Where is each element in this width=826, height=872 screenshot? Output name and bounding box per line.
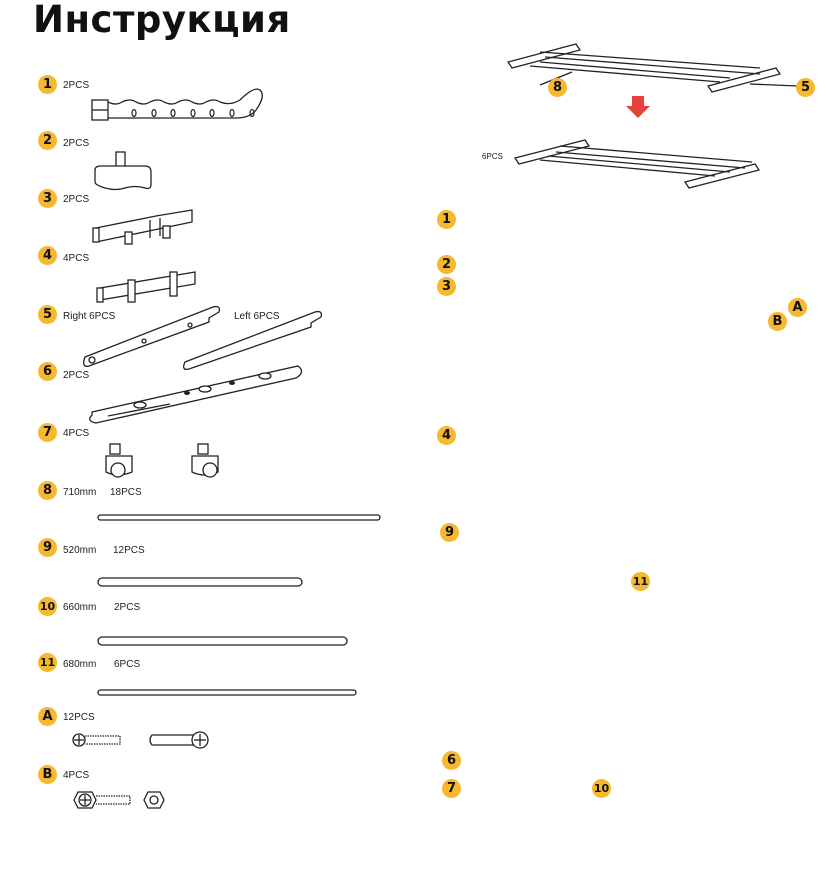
connector-block-part-2 [94, 151, 152, 191]
callout-6: 6 [442, 751, 461, 770]
tube-part-11 [97, 689, 357, 696]
part-badge-5: 5 [38, 305, 57, 324]
callout-7: 7 [442, 779, 461, 798]
part-size-10: 660mm [63, 602, 97, 613]
part-badge-a: A [38, 707, 57, 726]
bolt-b [73, 791, 165, 809]
part-qty-8: 18PCS [110, 487, 142, 498]
part-badge-b: B [38, 765, 57, 784]
part-qty-a: 12PCS [63, 712, 95, 723]
part-qty-5-right: Right 6PCS [63, 311, 116, 322]
part-badge-8: 8 [38, 481, 57, 500]
wheel-part-7 [105, 443, 219, 478]
part-qty-b: 4PCS [63, 770, 90, 781]
callout-10: 10 [592, 779, 611, 798]
part-badge-2: 2 [38, 131, 57, 150]
page-title: Инструкция [33, 0, 291, 41]
part-badge-10: 10 [38, 597, 57, 616]
tubes [97, 514, 381, 696]
callout-4: 4 [437, 426, 456, 445]
hook-bar-part-1 [91, 88, 263, 121]
arm-right-part-5 [83, 305, 221, 367]
callout-a: A [788, 298, 807, 317]
part-qty-9: 12PCS [113, 545, 145, 556]
callout-b: B [768, 312, 787, 331]
callout-1: 1 [437, 210, 456, 229]
part-size-11: 680mm [63, 659, 97, 670]
part-qty-10: 2PCS [114, 602, 141, 613]
assembled-shelf [513, 139, 761, 189]
callout-5: 5 [796, 78, 815, 97]
part-qty-5-left: Left 6PCS [234, 311, 280, 322]
arm-left-part-5 [183, 310, 323, 370]
part-badge-3: 3 [38, 189, 57, 208]
shelf-qty-label: 6PCS [482, 152, 503, 161]
screw-a [72, 731, 209, 749]
part-size-8: 710mm [63, 487, 97, 498]
part-qty-3: 2PCS [63, 194, 90, 205]
base-foot-part-6 [89, 365, 303, 424]
part-qty-1: 2PCS [63, 80, 90, 91]
part-badge-6: 6 [38, 362, 57, 381]
part-badge-1: 1 [38, 75, 57, 94]
part-badge-11: 11 [38, 653, 57, 672]
tube-part-10 [97, 636, 348, 646]
top-shelf-exploded [506, 43, 799, 93]
tube-part-9 [97, 577, 303, 587]
callout-9: 9 [440, 523, 459, 542]
callout-8: 8 [548, 78, 567, 97]
tube-part-8 [97, 514, 381, 521]
part-qty-6: 2PCS [63, 370, 90, 381]
part-qty-7: 4PCS [63, 428, 90, 439]
part-badge-7: 7 [38, 423, 57, 442]
part-size-9: 520mm [63, 545, 97, 556]
callout-3: 3 [437, 277, 456, 296]
part-qty-4: 4PCS [63, 253, 90, 264]
part-badge-9: 9 [38, 538, 57, 557]
joint-bracket-part-4 [96, 271, 196, 303]
part-badge-4: 4 [38, 246, 57, 265]
callout-11: 11 [631, 572, 650, 591]
callout-2: 2 [437, 255, 456, 274]
part-qty-11: 6PCS [114, 659, 141, 670]
joint-bracket-part-3 [92, 209, 193, 245]
down-arrow-icon [626, 96, 650, 118]
part-qty-2: 2PCS [63, 138, 90, 149]
